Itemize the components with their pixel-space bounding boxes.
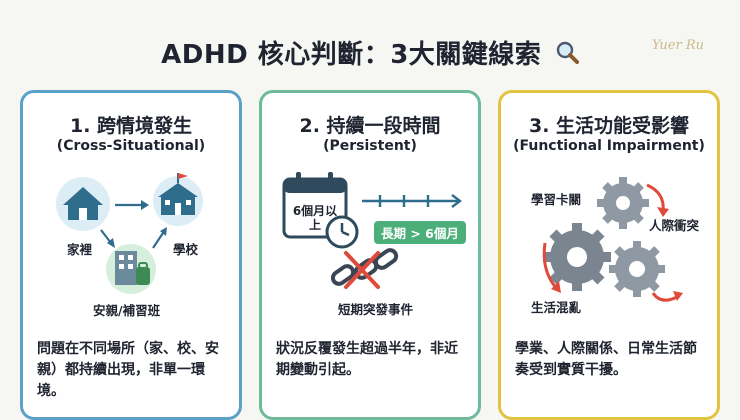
card-title: 1. 跨情境發生 [69, 115, 193, 137]
label-home: 家裡 [67, 242, 93, 257]
long-term-badge: 長期 > 6個月 [374, 221, 466, 244]
label-life: 生活混亂 [531, 300, 582, 315]
signature-logo: Yuer Ru [651, 38, 704, 53]
gear-icon [597, 177, 649, 229]
calendar-label: 6個月以上 [292, 204, 338, 232]
card-persistent: 2. 持續一段時間 (Persistent) [259, 90, 481, 420]
card-cross-situational: 1. 跨情境發生 (Cross-Situational) [20, 90, 242, 420]
card-title: 2. 持續一段時間 [299, 115, 441, 137]
label-short-term: 短期突發事件 [338, 302, 414, 317]
broken-chain-icon [330, 248, 399, 289]
label-school: 學校 [173, 242, 199, 257]
duration-diagram [282, 172, 462, 289]
label-cram-school: 安親/補習班 [93, 303, 161, 318]
title-text: ADHD 核心判斷：3大關鍵線索 [161, 40, 542, 70]
cram-school-icon [106, 244, 156, 294]
card-subtitle: (Persistent) [323, 138, 417, 154]
label-social: 人際衝突 [649, 218, 700, 233]
gear-icon [543, 223, 611, 291]
home-icon [56, 177, 110, 231]
magnifier-icon [555, 40, 579, 71]
gear-icon [609, 241, 665, 297]
locations-diagram [56, 173, 203, 294]
card-description: 學業、人際關係、日常生活節奏受到實質干擾。 [515, 341, 697, 378]
card-subtitle: (Cross-Situational) [56, 138, 206, 154]
school-icon [153, 173, 203, 226]
page-title: ADHD 核心判斷：3大關鍵線索 [0, 34, 740, 71]
card-description: 問題在不同場所（家、校、安親）都持續出現，非單一環境。 [37, 341, 219, 399]
label-learning: 學習卡關 [531, 192, 582, 207]
card-functional-impairment: 3. 生活功能受影響 (Functional Impairment) [498, 90, 720, 420]
timeline-arrow [362, 194, 462, 208]
card-title: 3. 生活功能受影響 [528, 115, 690, 137]
card-subtitle: (Functional Impairment) [513, 138, 705, 154]
card-description: 狀況反覆發生超過半年，非近期變動引起。 [276, 341, 458, 378]
clock-icon [325, 215, 359, 249]
gears-diagram [542, 177, 683, 302]
